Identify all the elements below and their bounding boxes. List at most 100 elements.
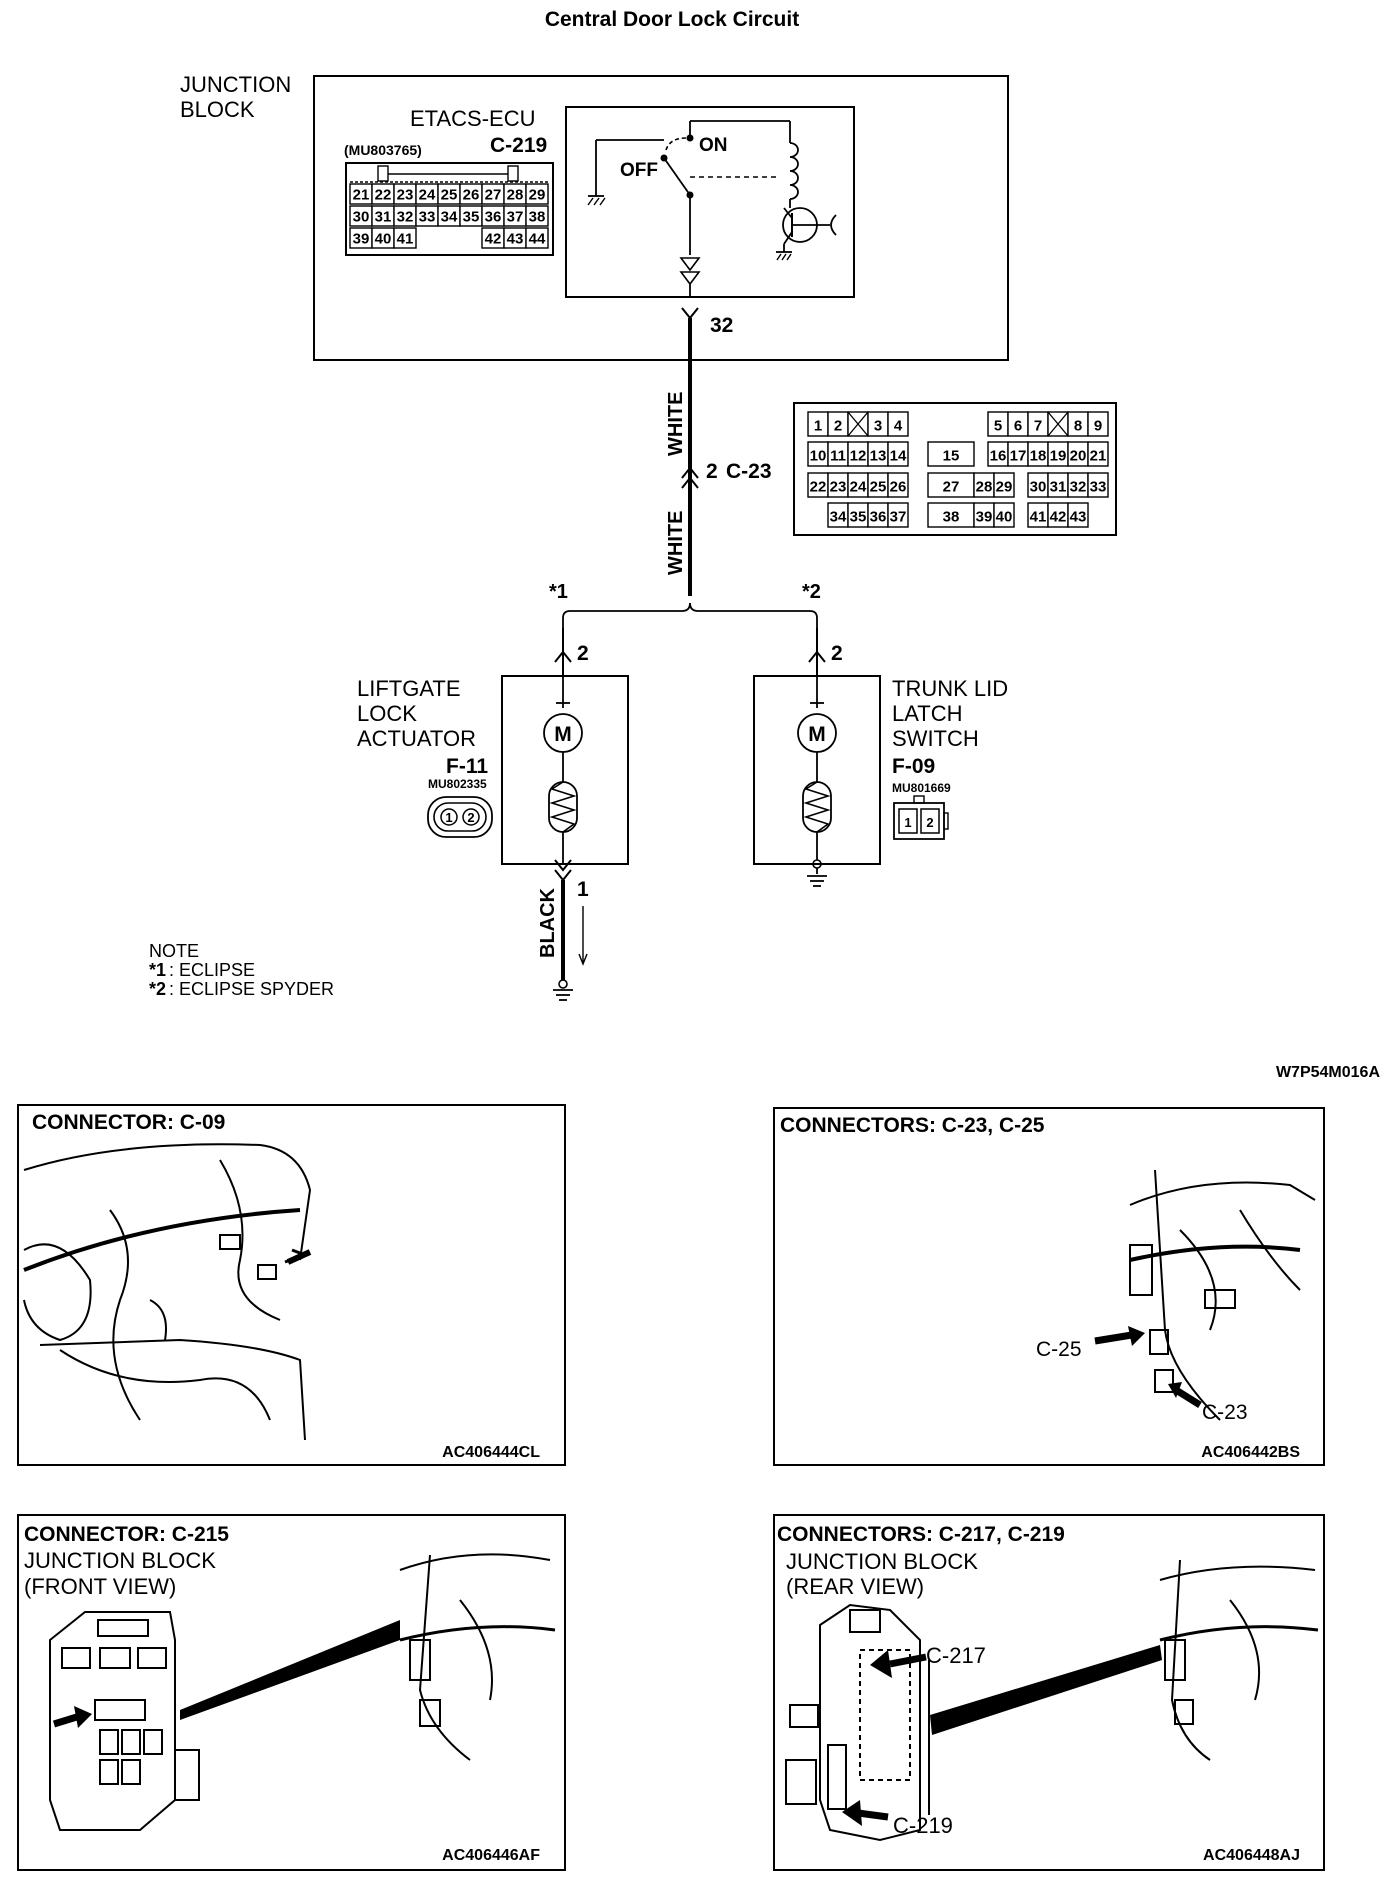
c23-pin-label: 15 [943,448,960,465]
c23-pin-label: 6 [1014,418,1022,435]
c23-cell [1087,411,1109,437]
c23-cell [993,502,1015,528]
c23-cell [1087,441,1109,467]
c23-pin-label: 16 [990,448,1007,465]
note-block: NOTE *1 : ECLIPSE *2 : ECLIPSE SPYDER [149,941,334,999]
c23-pin-label: 43 [1070,509,1087,526]
c23-pin-label: 14 [890,448,907,465]
panel-c217-title: CONNECTORS: C-217, C-219 [777,1523,1065,1546]
c219-pin-label: 38 [529,209,546,226]
trunk-label-3: SWITCH [892,726,979,751]
note-text-2: : ECLIPSE SPYDER [169,979,334,999]
c23-pin-label: 28 [976,479,993,496]
junction-block-front-sketch [49,1611,200,1831]
panel-c09-title: CONNECTOR: C-09 [32,1111,225,1134]
dashboard-sketch [23,1143,312,1441]
panel-c23-code: AC406442BS [1201,1444,1300,1461]
c23-pin-label: 1 [814,418,822,435]
c23-blank-cross [1047,411,1069,437]
liftgate-connector-pin-1: 1 [445,810,452,825]
liftgate-connector-id: F-11 [446,755,488,778]
panel-c215: CONNECTOR: C-215 JUNCTION BLOCK (FRONT V… [17,1514,566,1871]
c23-pin-label: 12 [850,448,867,465]
panel-c217-label-c219: C-219 [893,1813,953,1838]
c23-pin-label: 2 [834,418,842,435]
c23-blank-cross [847,411,869,437]
liftgate-label-3: ACTUATOR [357,726,476,751]
c23-pin-label: 17 [1010,448,1027,465]
junction-block-label-2: BLOCK [180,97,255,122]
c23-pin-label: 39 [976,509,993,526]
liftgate-pin-1: 1 [577,878,589,901]
c219-pin-label: 22 [375,187,392,204]
c23-pin-label: 33 [1090,479,1107,496]
c23-cell [993,472,1015,498]
c219-pin-label: 44 [529,231,546,248]
c23-pin-label: 23 [830,479,847,496]
c219-pin-label: 40 [375,231,392,248]
liftgate-label-2: LOCK [357,701,417,726]
panel-c217-c219: CONNECTORS: C-217, C-219 JUNCTION BLOCK … [773,1514,1325,1871]
trunk-pin-2: 2 [831,642,843,665]
c219-pin-label: 21 [353,187,370,204]
c23-cell [887,472,909,498]
c219-pin-label: 33 [419,209,436,226]
c23-cell [927,441,975,467]
c23-pin-label: 32 [1070,479,1087,496]
c23-cell [1087,472,1109,498]
c23-pin-label: 41 [1030,509,1047,526]
branch-left-mark: *1 [549,581,568,603]
c23-pin-label: 34 [830,509,847,526]
c23-pin-label: 5 [994,418,1002,435]
panel-c23-label-c25: C-25 [1036,1338,1082,1361]
c23-cell [887,411,909,437]
c23-pin-label: 10 [810,448,827,465]
wire-color-lower: WHITE [665,511,687,575]
trunk-lid-latch-switch: 2 M TRUNK LID LATCH SWITCH F-09 MU801669… [753,628,1008,887]
c219-pin-label: 41 [397,231,414,248]
dashboard-sketch [1159,1559,1319,1761]
c23-pin-label: 8 [1074,418,1082,435]
c23-pin-label: 7 [1034,418,1042,435]
junction-block-outline [313,75,1009,361]
c23-cell [927,472,975,498]
trunk-connector-pin-1: 1 [904,815,911,830]
c219-pin-label: 25 [441,187,458,204]
liftgate-pin-2: 2 [577,642,589,665]
c23-pin-label: 30 [1030,479,1047,496]
liftgate-motor-symbol: M [554,723,572,746]
c219-pin-label: 37 [507,209,524,226]
panel-c217-code: AC406448AJ [1203,1847,1300,1864]
panel-c217-sub-2: (REAR VIEW) [786,1574,924,1599]
c23-pin-label: 38 [943,509,960,526]
panel-c23-c25: CONNECTORS: C-23, C-25 AC406442BS C-25 C… [773,1107,1325,1466]
c23-pin-label: 21 [1090,448,1107,465]
trunk-label-2: LATCH [892,701,963,726]
c219-pin-label: 26 [463,187,480,204]
c23-pin-label: 25 [870,479,887,496]
c23-pin-label: 19 [1050,448,1067,465]
ecu-internal-circuit: ON OFF [565,106,855,298]
trunk-connector-face: 1 2 [893,795,949,840]
c23-pin-label: 40 [996,509,1013,526]
c219-pin-label: 34 [441,209,458,226]
c219-pin-label: 24 [419,187,436,204]
c23-pin-label: 20 [1070,448,1087,465]
c23-cell [887,502,909,528]
c23-pin-label: 29 [996,479,1013,496]
c219-pin-label: 32 [397,209,414,226]
c23-pin-label: 42 [1050,509,1067,526]
switch-on-label: ON [699,135,728,156]
c23-pin-label: 3 [874,418,882,435]
note-mark-1: *1 [149,960,166,980]
c23-pin-label: 35 [850,509,867,526]
trunk-connector-id: F-09 [892,755,935,778]
c23-cell [1067,502,1089,528]
diagram-title: Central Door Lock Circuit [545,8,799,31]
panel-c23-title: CONNECTORS: C-23, C-25 [780,1114,1045,1137]
c23-pin-label: 37 [890,509,907,526]
figure-code: W7P54M016A [1276,1064,1380,1081]
